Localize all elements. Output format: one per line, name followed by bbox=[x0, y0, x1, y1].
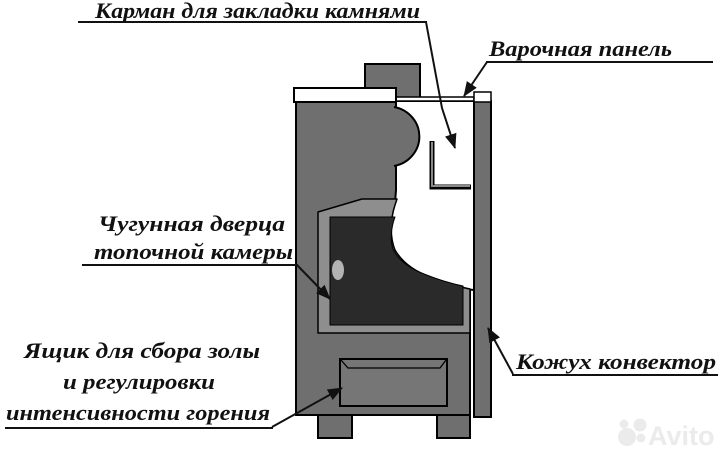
label-ash-box-line1: Ящик для сбора золы bbox=[23, 338, 260, 363]
label-firebox-door-line2: топочной камеры bbox=[94, 239, 293, 264]
avito-watermark: Avito bbox=[618, 418, 715, 451]
leader-stone-pocket bbox=[425, 21, 457, 149]
ash-drawer bbox=[339, 358, 448, 407]
leader-ash-box bbox=[271, 387, 343, 428]
leader-lines bbox=[5, 21, 718, 429]
label-firebox-door-line1: Чугунная дверца bbox=[98, 211, 285, 236]
pocket-bracket-core bbox=[431, 142, 470, 187]
stove-body-group bbox=[293, 63, 492, 439]
firebox-door bbox=[329, 216, 464, 326]
stove-leg-right bbox=[436, 414, 471, 439]
convector-casing-top-cap bbox=[473, 91, 492, 103]
inner-channel-bulge bbox=[393, 106, 421, 167]
label-stone-pocket: Карман для закладки камнями bbox=[94, 0, 420, 23]
stove-top-plate bbox=[293, 87, 397, 103]
label-convector: Кожух конвектор bbox=[515, 349, 716, 374]
leader-cooking-panel bbox=[463, 61, 488, 97]
cooking-panel-plate bbox=[395, 96, 475, 102]
avito-watermark-text: Avito bbox=[648, 421, 715, 451]
avito-logo-icon bbox=[618, 418, 647, 446]
leader-convector bbox=[487, 327, 514, 375]
stove-leg-left bbox=[317, 414, 353, 439]
ash-drawer-bevel bbox=[340, 359, 447, 369]
convector-casing-panel bbox=[473, 100, 492, 418]
label-ash-box-line3: интенсивности горения bbox=[6, 400, 270, 425]
label-cooking-panel: Варочная панель bbox=[488, 36, 672, 61]
labels-group: Карман для закладки камнями Варочная пан… bbox=[6, 0, 716, 425]
door-handle bbox=[332, 260, 344, 280]
leader-firebox-door bbox=[296, 264, 331, 300]
label-ash-box-line2: и регулировки bbox=[63, 369, 215, 394]
